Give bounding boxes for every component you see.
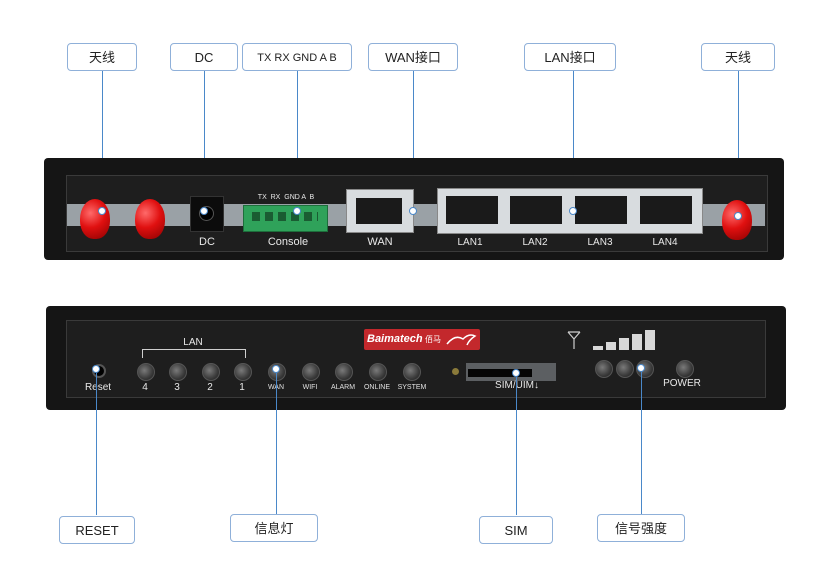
power-label: POWER — [663, 378, 701, 389]
leader-dot-sim — [512, 369, 520, 377]
callout-console: TX RX GND A B — [242, 43, 352, 71]
led-wan-label: WAN — [261, 384, 291, 391]
led-system-label: SYSTEM — [397, 384, 427, 391]
brand-horse-logo — [445, 331, 477, 347]
leader-indicator — [276, 373, 277, 515]
led-lan-1 — [234, 363, 252, 381]
lan-port-3-label: LAN3 — [587, 237, 613, 248]
callout-dc: DC — [170, 43, 238, 71]
callout-sim: SIM — [479, 516, 553, 544]
sim-label-text: SIM/UIM — [495, 380, 534, 391]
leader-console — [297, 71, 298, 211]
callout-reset: RESET — [59, 516, 135, 544]
leader-antenna-right — [738, 71, 739, 215]
console-label: Console — [267, 236, 309, 248]
led-lan-1-label: 1 — [239, 382, 245, 393]
led-alarm — [335, 363, 353, 381]
leader-dot-dc — [200, 207, 208, 215]
leader-lan — [573, 71, 574, 211]
leader-reset — [96, 373, 97, 515]
leader-sim — [516, 377, 517, 515]
antenna-connector-1 — [80, 199, 110, 239]
leader-dot-reset — [92, 365, 100, 373]
callout-wan: WAN接口 — [368, 43, 458, 71]
leader-antenna-left — [102, 71, 103, 211]
led-lan-2 — [202, 363, 220, 381]
led-lan-4 — [137, 363, 155, 381]
led-lan-3-label: 3 — [174, 382, 180, 393]
leader-wan — [413, 71, 414, 211]
signal-bars-icon — [593, 329, 657, 351]
lan-port-3-socket — [575, 196, 627, 224]
leader-dot-lan — [569, 207, 577, 215]
led-lan-3 — [169, 363, 187, 381]
leader-dot-wan — [409, 207, 417, 215]
led-wifi-label: WIFI — [302, 384, 318, 391]
led-signal-1 — [595, 360, 613, 378]
led-wifi — [302, 363, 320, 381]
leader-dc — [204, 71, 205, 211]
led-online-label: ONLINE — [363, 384, 391, 391]
sim-arrow-icon: ↓ — [533, 380, 539, 391]
sim-label: SIM/UIM↓ — [486, 380, 548, 391]
brand-name: Baimatech — [367, 333, 423, 345]
lan-group-label: LAN — [183, 337, 203, 348]
screw-icon — [452, 368, 459, 375]
led-signal-2 — [616, 360, 634, 378]
lan-port-1-socket — [446, 196, 498, 224]
wan-port-socket — [356, 198, 402, 224]
led-system — [403, 363, 421, 381]
console-terminal-slots — [252, 212, 318, 221]
led-online — [369, 363, 387, 381]
antenna-connector-3 — [722, 200, 752, 240]
led-lan-2-label: 2 — [207, 382, 213, 393]
lan-port-2-socket — [510, 196, 562, 224]
callout-lan: LAN接口 — [524, 43, 616, 71]
callout-signal: 信号强度 — [597, 514, 685, 542]
leader-dot-antenna-right — [734, 212, 742, 220]
callout-antenna-right: 天线 — [701, 43, 775, 71]
leader-dot-signal — [637, 364, 645, 372]
led-lan-4-label: 4 — [142, 382, 148, 393]
lan-port-1-label: LAN1 — [457, 237, 483, 248]
leader-dot-console — [293, 207, 301, 215]
lan-bracket — [142, 349, 246, 358]
callout-indicator: 信息灯 — [230, 514, 318, 542]
leader-dot-antenna-left — [98, 207, 106, 215]
dc-label: DC — [199, 236, 215, 248]
reset-label: Reset — [84, 382, 112, 393]
antenna-signal-icon — [566, 330, 582, 350]
brand-name-cn: 佰马 — [425, 335, 441, 344]
brand-badge — [364, 329, 480, 350]
antenna-connector-2 — [135, 199, 165, 239]
sim-slot[interactable] — [468, 369, 532, 377]
lan-port-4-label: LAN4 — [652, 237, 678, 248]
console-pin-labels: TX RX GND A B — [257, 194, 315, 201]
lan-port-2-label: LAN2 — [522, 237, 548, 248]
callout-antenna-left: 天线 — [67, 43, 137, 71]
leader-signal — [641, 372, 642, 514]
led-power — [676, 360, 694, 378]
leader-dot-indicator — [272, 365, 280, 373]
wan-label: WAN — [367, 236, 393, 248]
led-alarm-label: ALARM — [330, 384, 356, 391]
lan-port-4-socket — [640, 196, 692, 224]
